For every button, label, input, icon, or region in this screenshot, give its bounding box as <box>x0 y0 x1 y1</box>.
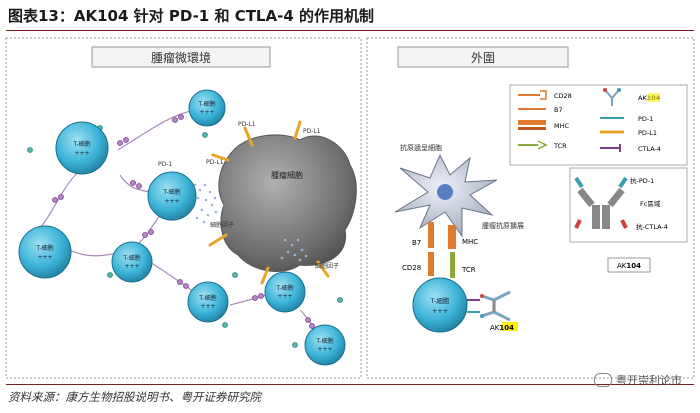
t-cell: T-細胞 +++ <box>147 171 197 221</box>
svg-text:PD-L1: PD-L1 <box>638 129 657 137</box>
anti-pd1-label: 抗-PD-1 <box>630 176 654 185</box>
svg-text:PD-1: PD-1 <box>638 115 653 123</box>
tumor-label: 腫瘤細胞 <box>271 170 303 180</box>
legend-item-cd28: CD28 <box>518 90 572 100</box>
svg-text:+++: +++ <box>317 346 332 353</box>
svg-text:CD28: CD28 <box>554 92 572 100</box>
legend-item-ak104: AK104 <box>603 88 661 106</box>
pd-l1-label-3: PD-L1 <box>206 159 224 166</box>
t-cell: T-細胞 +++ <box>187 281 229 323</box>
b7-label: B7 <box>412 239 421 247</box>
pd-1-label: PD-1 <box>158 161 172 168</box>
left-panel-title-box <box>91 46 271 68</box>
ak104-highlight <box>502 322 518 331</box>
pd-l1-spikes <box>208 120 330 285</box>
svg-text:T-細胞: T-細胞 <box>122 254 140 262</box>
antibody-diagram <box>574 176 628 229</box>
page-title: 图表13：AK104 针对 PD-1 和 CTLA-4 的作用机制 <box>8 7 374 25</box>
svg-text:CTLA-4: CTLA-4 <box>638 145 661 153</box>
synapse-molecules <box>428 222 456 278</box>
receptor-teal <box>27 125 343 348</box>
antibody-caption: AK104 <box>617 262 641 270</box>
receptor-pairs <box>52 114 315 329</box>
watermark: 粤开崇利论市 <box>594 372 682 388</box>
source-note: 资料来源：康方生物招股说明书、粤开证券研究院 <box>8 390 261 404</box>
right-panel-frame <box>366 37 695 379</box>
svg-text:T-細胞: T-細胞 <box>162 188 180 196</box>
legend-item-tcr: TCR <box>518 140 567 150</box>
svg-text:+++: +++ <box>124 263 139 270</box>
legend-item-pd1: PD-1 <box>600 115 653 123</box>
ak104-label: AK104 <box>490 324 514 332</box>
svg-text:T-細胞: T-細胞 <box>430 296 450 305</box>
apc-label: 抗原遞呈細胞 <box>400 143 442 152</box>
ak104-bound-antibody <box>467 290 511 322</box>
svg-text:T-細胞: T-細胞 <box>72 140 90 148</box>
legend-item-pdl1: PD-L1 <box>600 129 657 137</box>
legend-item-mhc: MHC <box>518 120 569 130</box>
svg-text:T-細胞: T-細胞 <box>197 100 215 108</box>
svg-text:T-細胞: T-細胞 <box>315 337 333 345</box>
svg-text:+++: +++ <box>200 303 215 310</box>
svg-text:TCR: TCR <box>553 142 567 150</box>
t-cell: T-細胞 +++ <box>55 121 109 175</box>
right-panel-title-box <box>397 46 569 68</box>
svg-text:T-細胞: T-細胞 <box>275 284 293 292</box>
pd-l1-label-2: PD-L1 <box>303 128 321 135</box>
t-cell: T-細胞 +++ <box>304 324 346 366</box>
tcr-label: TCR <box>461 266 476 274</box>
right-panel-title: 外圍 <box>471 51 495 65</box>
svg-text:+++: +++ <box>199 109 214 116</box>
fc-label: Fc區域 <box>640 199 661 208</box>
legend-item-b7: B7 <box>518 106 563 114</box>
legend-right-column: AK104 PD-1 PD-L1 CTLA-4 <box>600 88 661 153</box>
antibody-caption-box <box>607 257 651 273</box>
t-cell: T-細胞 +++ <box>188 89 226 127</box>
svg-text:MHC: MHC <box>554 122 569 130</box>
cytokine-label-1: 細胞因子 <box>210 221 234 229</box>
cd28-label: CD28 <box>402 264 421 272</box>
svg-text:B7: B7 <box>554 106 563 114</box>
footer-divider <box>6 384 694 385</box>
title-divider <box>6 30 694 31</box>
antigen-label: 腫瘤抗原擴展 <box>482 221 524 230</box>
left-panel-title: 腫瘤微環境 <box>151 50 211 65</box>
svg-text:+++: +++ <box>37 254 52 261</box>
svg-text:+++: +++ <box>74 150 89 157</box>
mhc-label: MHC <box>462 238 478 246</box>
t-cell-group: T-細胞 +++ T-細胞 +++ T-細胞 +++ T-細胞 +++ T-細胞… <box>18 89 346 366</box>
apc-nucleus <box>437 184 453 200</box>
wechat-icon <box>594 373 612 387</box>
svg-text:T-細胞: T-細胞 <box>198 294 216 302</box>
svg-text:T-細胞: T-細胞 <box>35 244 53 252</box>
t-cell: T-細胞 +++ <box>18 225 72 279</box>
left-panel-frame <box>5 37 362 379</box>
legend-item-ctla4: CTLA-4 <box>600 144 661 153</box>
legend-left-column: CD28 B7 MHC TCR <box>518 90 572 150</box>
cytokine-label-2: 細胞因子 <box>315 262 339 270</box>
cytokine-cloud-1 <box>188 183 218 224</box>
tumor-cell <box>218 134 357 273</box>
svg-text:+++: +++ <box>432 307 448 315</box>
t-cell: T-細胞 +++ <box>264 271 306 313</box>
watermark-text: 粤开崇利论市 <box>616 374 682 387</box>
t-cell: T-細胞 +++ <box>111 241 153 283</box>
svg-text:+++: +++ <box>277 293 292 300</box>
cytokine-cloud-2 <box>280 238 308 262</box>
pd-l1-label-1: PD-L1 <box>238 121 256 128</box>
anti-ctla4-label: 抗-CTLA-4 <box>636 222 668 231</box>
t-cell-right: T-細胞 +++ <box>412 277 468 333</box>
svg-text:+++: +++ <box>164 198 179 205</box>
